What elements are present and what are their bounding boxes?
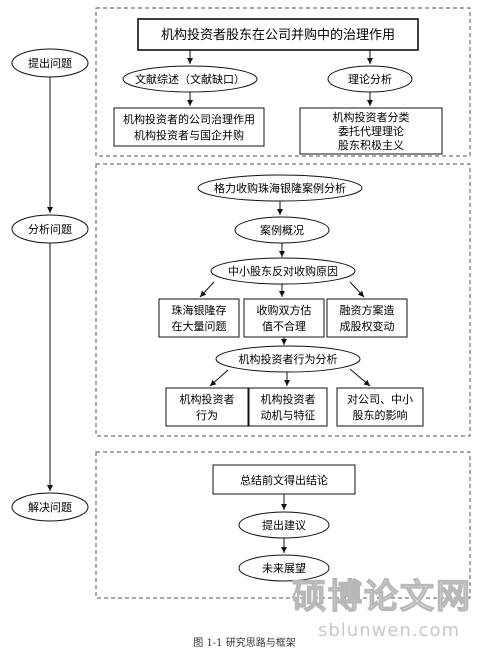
- theory-box: [299, 107, 443, 155]
- arrow-behavior-0: [209, 369, 229, 387]
- behavior-2-line-1: 对公司、中小: [347, 392, 413, 406]
- behavior-box-1: [248, 387, 328, 427]
- watermark-cn: 硕博论文网: [292, 577, 472, 615]
- behavior-1-line-2: 动机与特征: [261, 408, 316, 422]
- summary-text: 总结前文得出结论: [240, 473, 328, 487]
- outlook-text: 未来展望: [262, 562, 306, 575]
- behavior-box-2: [336, 387, 424, 427]
- suggest-text: 提出建议: [262, 518, 306, 532]
- behavior-0-line-1: 机构投资者: [180, 392, 235, 406]
- reason-1-line-1: 收购双方估: [257, 303, 312, 317]
- stage-label-1: 提出问题: [28, 56, 72, 70]
- reason-2-line-1: 融资方案造: [340, 303, 395, 317]
- behavior-box-0: [165, 387, 249, 427]
- stage-label-2: 分析问题: [28, 222, 72, 236]
- title-text: 机构投资者股东在公司并购中的治理作用: [161, 27, 395, 43]
- overview-text: 案例概况: [260, 223, 304, 237]
- reason-box-2: [326, 298, 408, 338]
- section3-frame: [95, 451, 471, 599]
- section1-frame: [95, 7, 471, 157]
- reason-0-line-1: 珠海银隆存: [172, 303, 227, 317]
- arrow-behavior-2: [349, 368, 371, 387]
- stage-node-3: [11, 492, 89, 522]
- reason-2-line-2: 成股权变动: [340, 319, 395, 333]
- behavior-1-line-1: 机构投资者: [261, 392, 316, 406]
- behavior-text: 机构投资者行为分析: [239, 352, 338, 366]
- reason-1-line-2: 值不合理: [262, 319, 306, 333]
- reasons-node: [210, 257, 356, 285]
- lit-review-text: 文献综述（文献缺口）: [135, 72, 245, 86]
- lit-line-1: 机构投资者的公司治理作用: [123, 112, 255, 126]
- theory-line-2: 委托代理理论: [338, 124, 404, 138]
- behavior-node: [215, 345, 361, 373]
- lit-box: [113, 107, 265, 147]
- theory-line-3: 股东积极主义: [338, 138, 404, 152]
- outlook-node: [238, 554, 330, 582]
- reason-box-1: [243, 298, 325, 338]
- reason-box-0: [158, 298, 240, 338]
- watermark-logo: 硕博论文网: [292, 576, 472, 615]
- reasons-text: 中小股东反对收购原因: [228, 264, 338, 278]
- case-text: 格力收购珠海银隆案例分析: [214, 181, 346, 195]
- figure-caption: 图 1-1 研究思路与框架: [193, 638, 296, 649]
- behavior-0-line-2: 行为: [196, 409, 218, 422]
- behavior-2-line-2: 股东的影响: [353, 408, 408, 422]
- theory-line-1: 机构投资者分类: [333, 110, 410, 124]
- section2-frame: [95, 163, 471, 437]
- theory-text: 理论分析: [348, 72, 392, 86]
- lit-line-2: 机构投资者与国企并购: [134, 128, 244, 142]
- watermark-url: sblunwen.com: [318, 620, 460, 641]
- title-box: [137, 18, 419, 51]
- stage-label-3: 解决问题: [28, 500, 72, 514]
- arrow-reasons-0: [199, 281, 215, 298]
- reason-0-line-2: 在大量问题: [172, 319, 227, 333]
- arrow-reasons-2: [349, 281, 365, 298]
